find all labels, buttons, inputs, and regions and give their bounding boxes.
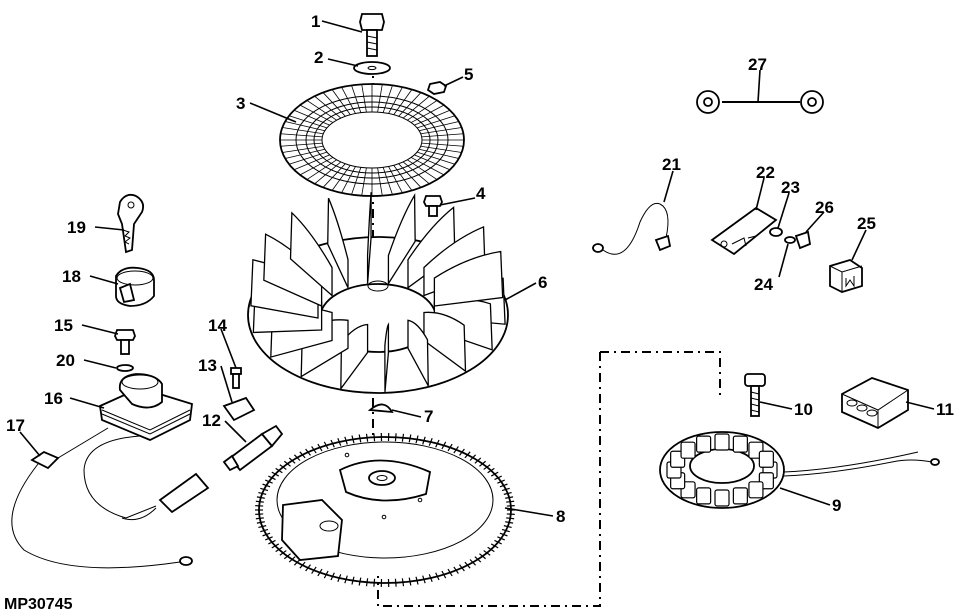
callout-2: 2 bbox=[314, 48, 323, 67]
callout-22: 22 bbox=[756, 163, 775, 182]
callout-25: 25 bbox=[857, 214, 876, 233]
part-26-screw bbox=[794, 230, 812, 250]
callout-12: 12 bbox=[202, 411, 221, 430]
callout-10: 10 bbox=[794, 400, 813, 419]
part-3-rotating-screen bbox=[279, 83, 465, 197]
callout-8: 8 bbox=[556, 507, 565, 526]
callout-16: 16 bbox=[44, 389, 63, 408]
callout-6: 6 bbox=[538, 273, 547, 292]
part-22-voltage-regulator bbox=[710, 206, 778, 256]
part-27-lead-with-grommets bbox=[696, 90, 824, 114]
callout-27: 27 bbox=[748, 55, 767, 74]
part-23-washer bbox=[769, 227, 783, 237]
callout-labels: 1 2 3 4 5 6 7 8 9 10 11 12 13 14 15 16 1… bbox=[6, 12, 954, 526]
callout-9: 9 bbox=[832, 496, 841, 515]
harness-route-line bbox=[377, 351, 721, 607]
callout-14: 14 bbox=[208, 316, 227, 335]
part-14-screw bbox=[230, 367, 242, 389]
part-2-washer bbox=[353, 61, 391, 75]
part-20-washer bbox=[116, 364, 134, 372]
callout-3: 3 bbox=[236, 94, 245, 113]
part-17-ground-wire bbox=[11, 427, 193, 569]
part-19-ignition-key bbox=[117, 193, 145, 254]
callout-4: 4 bbox=[476, 184, 486, 203]
callout-23: 23 bbox=[781, 178, 800, 197]
part-21-wire-lead bbox=[592, 202, 672, 255]
part-12-spark-plug bbox=[222, 424, 284, 472]
part-6-flywheel-fan bbox=[247, 192, 509, 394]
part-13-bracket bbox=[222, 396, 256, 422]
figure-id: MP30745 bbox=[4, 596, 73, 613]
callout-26: 26 bbox=[815, 198, 834, 217]
callout-18: 18 bbox=[62, 267, 81, 286]
callout-20: 20 bbox=[56, 351, 75, 370]
callout-11: 11 bbox=[936, 400, 954, 419]
part-7-woodruff-key bbox=[367, 403, 394, 414]
leader-lines bbox=[19, 20, 935, 517]
part-8-flywheel bbox=[255, 433, 515, 587]
callout-15: 15 bbox=[54, 316, 73, 335]
callout-19: 19 bbox=[67, 218, 86, 237]
part-24-washer bbox=[784, 236, 796, 244]
part-15-screw bbox=[114, 329, 136, 355]
part-10-stator-screw bbox=[744, 373, 766, 417]
part-1-bolt bbox=[359, 13, 385, 57]
part-16-ignition-module bbox=[83, 373, 210, 521]
part-25-connector-block bbox=[829, 259, 863, 293]
callout-5: 5 bbox=[464, 65, 473, 84]
callout-7: 7 bbox=[424, 407, 433, 426]
part-11-connector bbox=[841, 377, 909, 430]
part-5-nut bbox=[426, 81, 448, 95]
part-9-alternator-stator bbox=[659, 431, 940, 509]
callout-1: 1 bbox=[311, 12, 320, 31]
part-18-cap bbox=[115, 266, 155, 307]
callout-13: 13 bbox=[198, 356, 217, 375]
callout-24: 24 bbox=[754, 275, 773, 294]
part-4-screw bbox=[423, 195, 443, 217]
callout-17: 17 bbox=[6, 416, 25, 435]
callout-21: 21 bbox=[662, 155, 681, 174]
